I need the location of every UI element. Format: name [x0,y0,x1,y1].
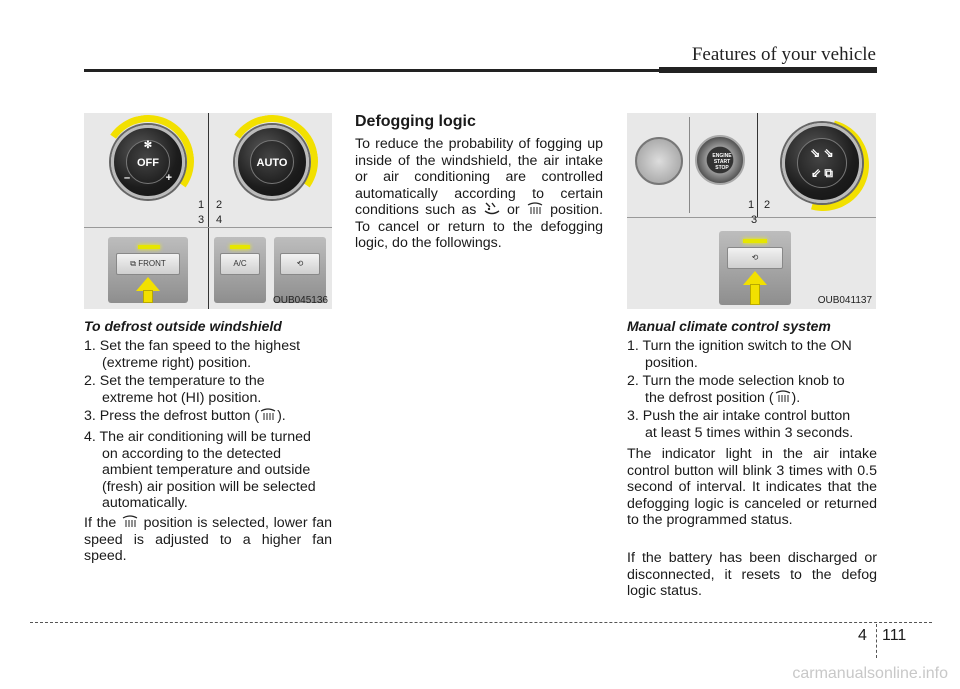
figure-code: OUB041137 [817,295,872,306]
header-rule-accent [659,67,877,73]
left-figure: ✻ OFF – + AUTO 1 2 3 4 ⧉ FRONT A/C ⟲ OUB… [84,113,332,309]
list-item: 1. Set the fan speed to the highest (ext… [84,338,301,371]
section-heading: To defrost outside windshield [84,318,282,334]
mode-selection-knob: ⇘ ⇘ ⇙ ⧉ [782,123,862,203]
callout-2: 2 [764,199,771,211]
list-item: 2. Set the temperature to the extreme ho… [84,373,265,406]
section-number: 4 [858,627,867,644]
figure-code: OUB045136 [272,295,328,306]
defrost-icon [775,389,790,402]
callout-1: 1 [748,199,755,211]
front-label: FRONT [138,259,166,268]
page-number: 111 [882,627,907,644]
watermark: carmanualsonline.info [792,665,948,682]
fan-speed-knob: ✻ OFF – + [111,125,185,199]
start-label: ENGINE START STOP [712,153,732,171]
knob-minus: – [124,172,131,184]
callout-3: 3 [751,214,758,226]
defrost-icon [122,515,138,527]
press-arrow-stem [750,284,760,305]
knob-auto-label: AUTO [256,157,288,169]
ac-button-panel: A/C [214,237,266,303]
ignition-key-icon [635,137,683,185]
car-recirculate-icon: ⟲ [296,259,304,268]
intake-button-panel: ⟲ [274,237,326,303]
callout-4: 4 [216,214,223,226]
callout-2: 2 [216,199,223,211]
page-separator [876,624,877,658]
callout-1: 1 [198,199,205,211]
indicator-led [743,239,767,243]
indicator-led [138,245,160,249]
knob-off-label: OFF [137,157,159,169]
floor-defrost-icon [484,202,500,215]
defrost-icon: ⧉ [130,259,136,268]
knob-plus: + [165,172,172,184]
air-intake-button: ⟲ [280,253,320,275]
mode-icons: ⇘ ⇘ [810,146,834,160]
temperature-knob: AUTO [235,125,309,199]
defrost-icon [527,202,543,214]
figure-divider [84,227,332,228]
list-item: 3. Push the air intake control button at… [627,408,854,441]
body-paragraph: If the battery has been discharged or di… [627,550,877,599]
callout-3: 3 [198,214,205,226]
air-intake-button: ⟲ [727,247,783,269]
section-heading: Defogging logic [355,113,476,130]
press-arrow-icon [743,271,767,285]
defrost-button-panel: ⧉ FRONT [108,237,188,303]
header-rule [84,69,659,72]
figure-divider [689,117,690,213]
body-paragraph: To reduce the probability of fogging up … [355,136,603,251]
indicator-led [230,245,250,249]
footer-rule [30,622,932,623]
header-title: Features of your vehicle [691,44,876,65]
car-recirculate-icon: ⟲ [751,253,759,262]
press-arrow-icon [136,277,160,291]
body-paragraph: The indicator light in the air intake co… [627,446,877,528]
ac-button: A/C [220,253,260,275]
defrost-icon: ⇙ ⧉ [811,166,833,180]
figure-divider [208,113,209,309]
front-defrost-button: ⧉ FRONT [116,253,180,275]
figure-divider [757,113,758,217]
list-item: 2. Turn the mode selection knob to the d… [627,373,845,406]
list-item: 4. The air conditioning will be turned o… [84,429,316,511]
section-heading: Manual climate control system [627,318,831,334]
note-paragraph: If the position is selected, lower fan s… [84,515,332,564]
intake-button-panel: ⟲ [719,231,791,305]
fan-icon: ✻ [143,140,153,151]
list-item: 3. Press the defrost button (). [84,408,286,424]
press-arrow-stem [143,290,153,303]
engine-start-button: ENGINE START STOP [695,135,745,185]
defrost-icon [260,408,276,420]
list-item: 1. Turn the ignition switch to the ON po… [627,338,852,371]
figure-divider [627,217,876,218]
right-figure: ENGINE START STOP ⇘ ⇘ ⇙ ⧉ 1 2 3 ⟲ OUB041… [627,113,876,309]
